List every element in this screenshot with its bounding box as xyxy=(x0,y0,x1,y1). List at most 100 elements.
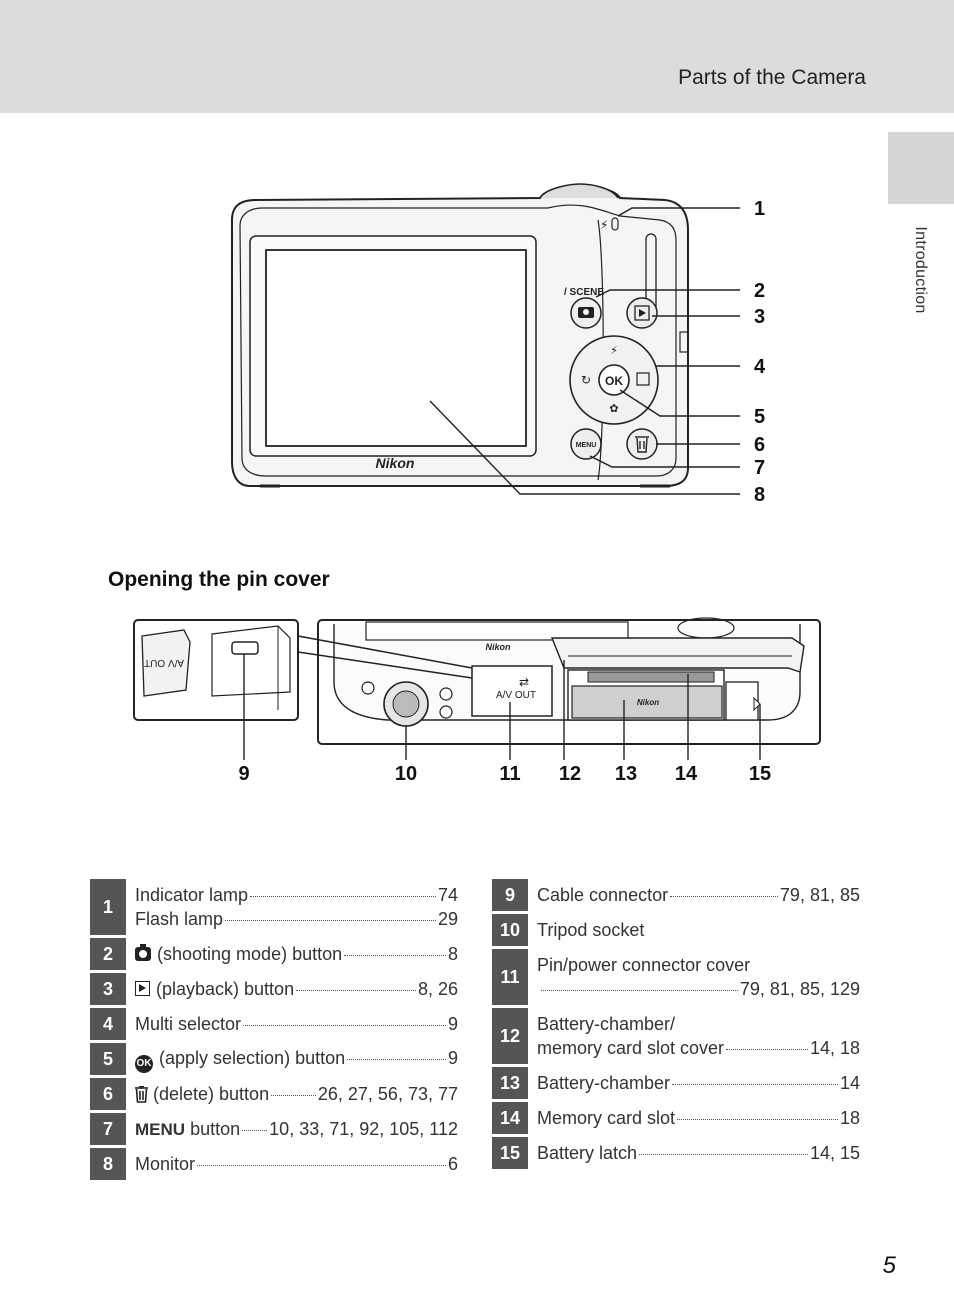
menu-button[interactable] xyxy=(570,428,602,460)
indicator-lamp xyxy=(611,217,619,231)
part-number: 7 xyxy=(90,1113,126,1145)
usb-icon: ⇄ xyxy=(519,675,529,689)
menu-label: MENU xyxy=(576,442,597,449)
callout-10: 10 xyxy=(395,763,417,785)
ok-button[interactable] xyxy=(598,364,630,396)
part-number: 1 xyxy=(90,879,126,935)
callout-2: 2 xyxy=(754,280,765,302)
callout-15: 15 xyxy=(749,763,771,785)
section-tab-label: Introduction xyxy=(912,226,929,314)
memory-card-slot xyxy=(587,671,715,683)
page-header-band: Parts of the Camera xyxy=(0,0,954,113)
table-row: 12 Battery-chamber/ memory card slot cov… xyxy=(492,1008,860,1064)
battery-latch xyxy=(725,681,759,721)
callout-11: 11 xyxy=(499,763,520,785)
trash-icon xyxy=(635,436,649,453)
part-number: 13 xyxy=(492,1067,528,1099)
part-number: 3 xyxy=(90,973,126,1005)
camera-back-illustration: Nikon ⚡ / SCENE OK ⚡ ↻ ✿ MENU 1 xyxy=(231,183,766,506)
self-timer-icon: ↻ xyxy=(581,373,591,387)
part-number: 10 xyxy=(492,914,528,946)
ok-label: OK xyxy=(605,374,623,388)
section-heading: Opening the pin cover xyxy=(108,568,330,591)
svg-text:Nikon: Nikon xyxy=(637,698,659,707)
callout-5: 5 xyxy=(754,406,765,428)
part-number: 9 xyxy=(492,879,528,911)
pin-connector-cover xyxy=(471,665,553,717)
flash-mode-icon: ⚡ xyxy=(610,345,618,357)
av-out-label: A/V OUT xyxy=(496,690,536,701)
monitor-screen xyxy=(265,249,527,447)
part-number: 5 xyxy=(90,1043,126,1075)
callout-8: 8 xyxy=(754,484,765,506)
part-number: 8 xyxy=(90,1148,126,1180)
callout-7: 7 xyxy=(754,457,765,479)
callout-12: 12 xyxy=(559,763,581,785)
section-tab xyxy=(888,132,954,204)
pin-cover-illustration: A/V OUT Nikon A/V OUT ⇄ Nikon 9 10 11 12… xyxy=(133,617,821,785)
callout-9: 9 xyxy=(238,763,249,785)
part-number: 15 xyxy=(492,1137,528,1169)
callout-1: 1 xyxy=(754,198,765,220)
inset-connector-label: A/V OUT xyxy=(144,657,184,668)
menu-icon: MENU xyxy=(135,1119,186,1139)
playback-icon xyxy=(135,981,150,996)
callout-4: 4 xyxy=(754,356,766,378)
scene-label: / SCENE xyxy=(564,287,604,298)
table-row: 11 Pin/power connector cover 79, 81, 85,… xyxy=(492,949,860,1005)
bottom-brand-logo: Nikon xyxy=(485,642,511,652)
part-number: 6 xyxy=(90,1078,126,1110)
callout-14: 14 xyxy=(675,763,698,785)
part-number: 14 xyxy=(492,1102,528,1134)
part-number: 12 xyxy=(492,1008,528,1064)
cable-connector xyxy=(231,641,259,655)
callout-13: 13 xyxy=(615,763,637,785)
part-number: 4 xyxy=(90,1008,126,1040)
page-title: Parts of the Camera xyxy=(678,66,866,89)
part-number: 11 xyxy=(492,949,528,1005)
ok-icon: OK xyxy=(135,1054,153,1073)
trash-icon xyxy=(135,1086,148,1103)
callout-6: 6 xyxy=(754,434,765,456)
table-row: 10 Tripod socket xyxy=(492,914,860,946)
battery-chamber-cover xyxy=(550,637,805,673)
callout-3: 3 xyxy=(754,306,765,328)
part-description: Tripod socket xyxy=(537,920,645,940)
macro-icon: ✿ xyxy=(609,403,618,415)
camera-brand-logo: Nikon xyxy=(376,455,415,471)
part-number: 2 xyxy=(90,938,126,970)
playback-icon xyxy=(639,309,646,317)
camera-icon xyxy=(135,944,151,961)
part-description: Pin/power connector cover 79, 81, 85, 12… xyxy=(537,955,860,999)
page-number: 5 xyxy=(882,1252,896,1279)
delete-button[interactable] xyxy=(626,428,658,460)
exposure-icon xyxy=(636,372,650,386)
